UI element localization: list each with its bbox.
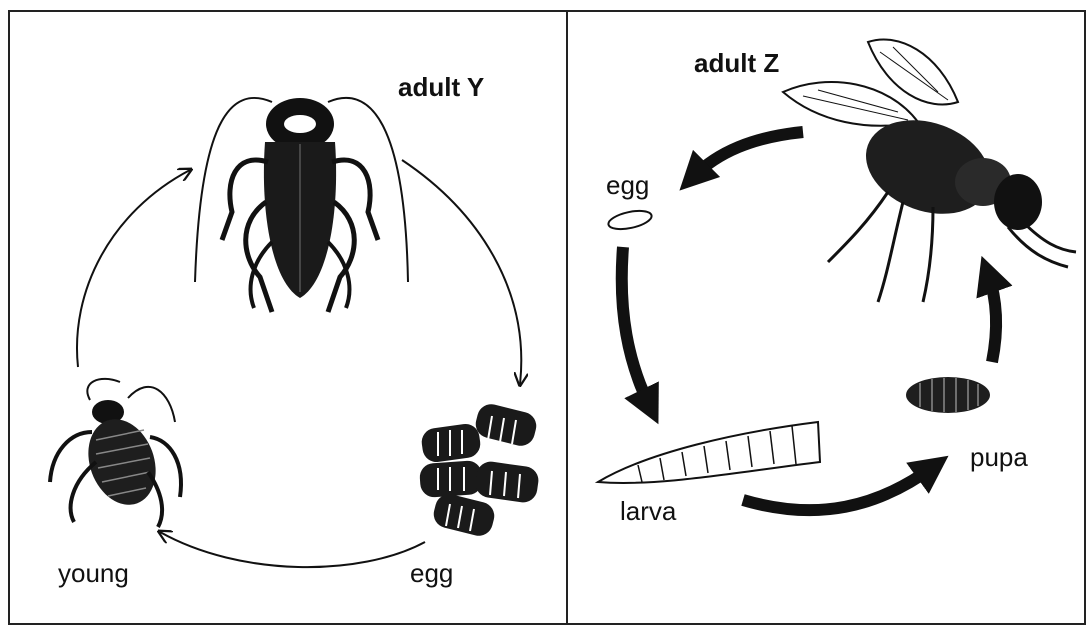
fly-cycle-drawing — [568, 12, 1084, 623]
larva-drawing — [598, 422, 820, 483]
young-nymph-drawing — [50, 379, 181, 527]
fly-life-cycle-panel: adult Z egg larva pupa — [566, 10, 1086, 625]
label-larva: larva — [620, 498, 676, 524]
label-egg-left: egg — [410, 560, 453, 586]
adult-cockroach-drawing — [195, 98, 408, 312]
fly-egg-drawing — [607, 208, 653, 233]
label-young: young — [58, 560, 129, 586]
label-adult-y: adult Y — [398, 74, 484, 100]
arrow-adult-to-egg — [402, 160, 521, 384]
arrow-larva-to-pupa — [743, 467, 933, 510]
label-pupa: pupa — [970, 444, 1028, 470]
arrow-adult-to-egg — [693, 132, 803, 177]
egg-cases-drawing — [419, 401, 540, 539]
arrow-young-to-adult — [77, 170, 190, 367]
arrow-pupa-to-adult — [988, 274, 996, 362]
pupa-drawing — [906, 377, 990, 413]
label-adult-z: adult Z — [694, 50, 779, 76]
cockroach-cycle-drawing — [10, 12, 566, 623]
cockroach-life-cycle-panel: adult Y egg young — [8, 10, 568, 625]
arrow-egg-to-larva — [622, 247, 650, 407]
arrow-egg-to-young — [160, 532, 425, 567]
adult-fly-drawing — [783, 40, 1076, 303]
label-egg-right: egg — [606, 172, 649, 198]
